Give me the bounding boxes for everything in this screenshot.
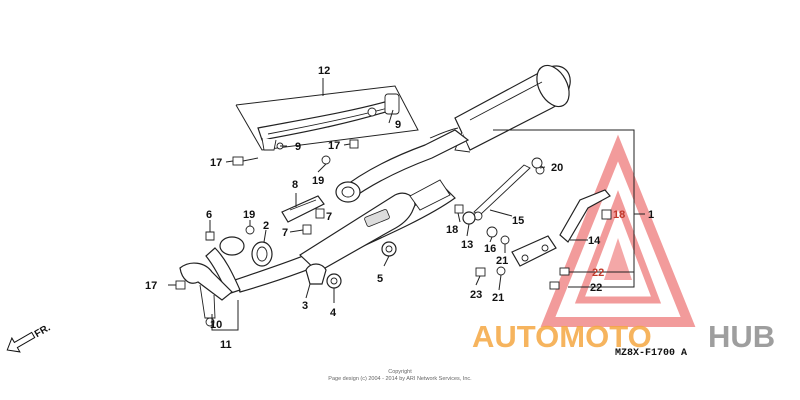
callout-15: 15 (512, 215, 524, 227)
callout-17-a: 17 (210, 157, 222, 169)
callout-4: 4 (330, 307, 337, 319)
watermark-triangle (540, 134, 696, 327)
gasket-5[interactable] (381, 241, 397, 257)
callout-10: 10 (210, 319, 222, 331)
front-direction-label: FR. (33, 322, 53, 340)
muffler-stay-15[interactable] (473, 164, 545, 221)
callout-13: 13 (461, 239, 473, 251)
callout-7-b: 7 (326, 211, 332, 223)
callout-19-b: 19 (243, 209, 255, 221)
callout-8: 8 (292, 179, 298, 191)
clip-6[interactable] (205, 231, 215, 241)
exhaust-collector[interactable] (299, 179, 451, 273)
callout-7-a: 7 (282, 227, 288, 239)
watermark-word-hub: HUB (708, 319, 775, 354)
watermark-word-automoto: AUTOMOTO (472, 319, 652, 354)
nut-21-a[interactable] (500, 235, 510, 245)
callout-20: 20 (551, 162, 563, 174)
joint-3[interactable] (305, 263, 327, 285)
clip-7-b[interactable] (315, 208, 325, 219)
callout-12: 12 (318, 65, 330, 77)
callout-labels: 12 9 9 17 17 20 19 8 7 7 6 19 2 15 18 18… (145, 65, 654, 351)
bolt-22-a[interactable] (559, 267, 570, 276)
gasket-4[interactable] (326, 273, 342, 289)
collar-18-b[interactable] (601, 209, 612, 220)
bolt-23[interactable] (475, 267, 486, 277)
diagram-code: MZ8X-F1700 A (615, 348, 687, 359)
heat-shield-group-box (235, 78, 419, 151)
callout-22-b: 22 (590, 282, 602, 294)
copyright-line-1: Copyright (388, 369, 412, 375)
callout-11: 11 (220, 339, 232, 351)
callout-23: 23 (470, 289, 482, 301)
grommet-13[interactable] (462, 211, 476, 225)
washer-16[interactable] (486, 226, 498, 238)
callout-22-a: 22 (592, 267, 604, 279)
callout-3: 3 (302, 300, 308, 312)
nut-19-a[interactable] (321, 155, 331, 165)
collar-18-a[interactable] (454, 204, 464, 214)
callout-17-c: 17 (145, 280, 157, 292)
callout-21-a: 21 (496, 255, 508, 267)
watermark-brand: AUTOMOTO HUB (472, 319, 775, 354)
exhaust-pipe-upper[interactable] (339, 127, 470, 201)
bolt-17-b[interactable] (349, 139, 359, 149)
rear-bracket-10[interactable] (179, 262, 233, 327)
callout-14: 14 (588, 235, 601, 247)
callout-1: 1 (648, 209, 654, 221)
leader-lines (168, 109, 645, 331)
callout-9-a: 9 (395, 119, 401, 131)
callout-2: 2 (263, 220, 269, 232)
callout-21-b: 21 (492, 292, 504, 304)
joint-flange[interactable] (335, 181, 361, 203)
clip-7-a[interactable] (302, 224, 312, 235)
callout-5: 5 (377, 273, 383, 285)
callout-6: 6 (206, 209, 212, 221)
callout-17-b: 17 (328, 140, 340, 152)
front-direction-arrow: FR. (6, 322, 53, 353)
step-bracket-14[interactable] (511, 189, 611, 267)
bolt-17-c[interactable] (175, 280, 186, 290)
nut-19-b[interactable] (245, 225, 255, 235)
callout-19-a: 19 (312, 175, 324, 187)
copyright-line-2: Page design (c) 2004 - 2014 by ARI Netwo… (328, 376, 472, 382)
upper-heat-shield[interactable] (257, 93, 400, 151)
callout-18-b: 18 (613, 209, 625, 221)
callout-18-a: 18 (446, 224, 458, 236)
bolt-22-b[interactable] (549, 281, 560, 290)
clamp-bracket-8[interactable] (281, 195, 325, 223)
muffler[interactable] (454, 60, 576, 153)
nut-21-b[interactable] (496, 266, 506, 276)
bolt-17-a[interactable] (232, 156, 259, 166)
callout-16: 16 (484, 243, 496, 255)
callout-9-b: 9 (295, 141, 301, 153)
grommet-20[interactable] (531, 157, 543, 169)
